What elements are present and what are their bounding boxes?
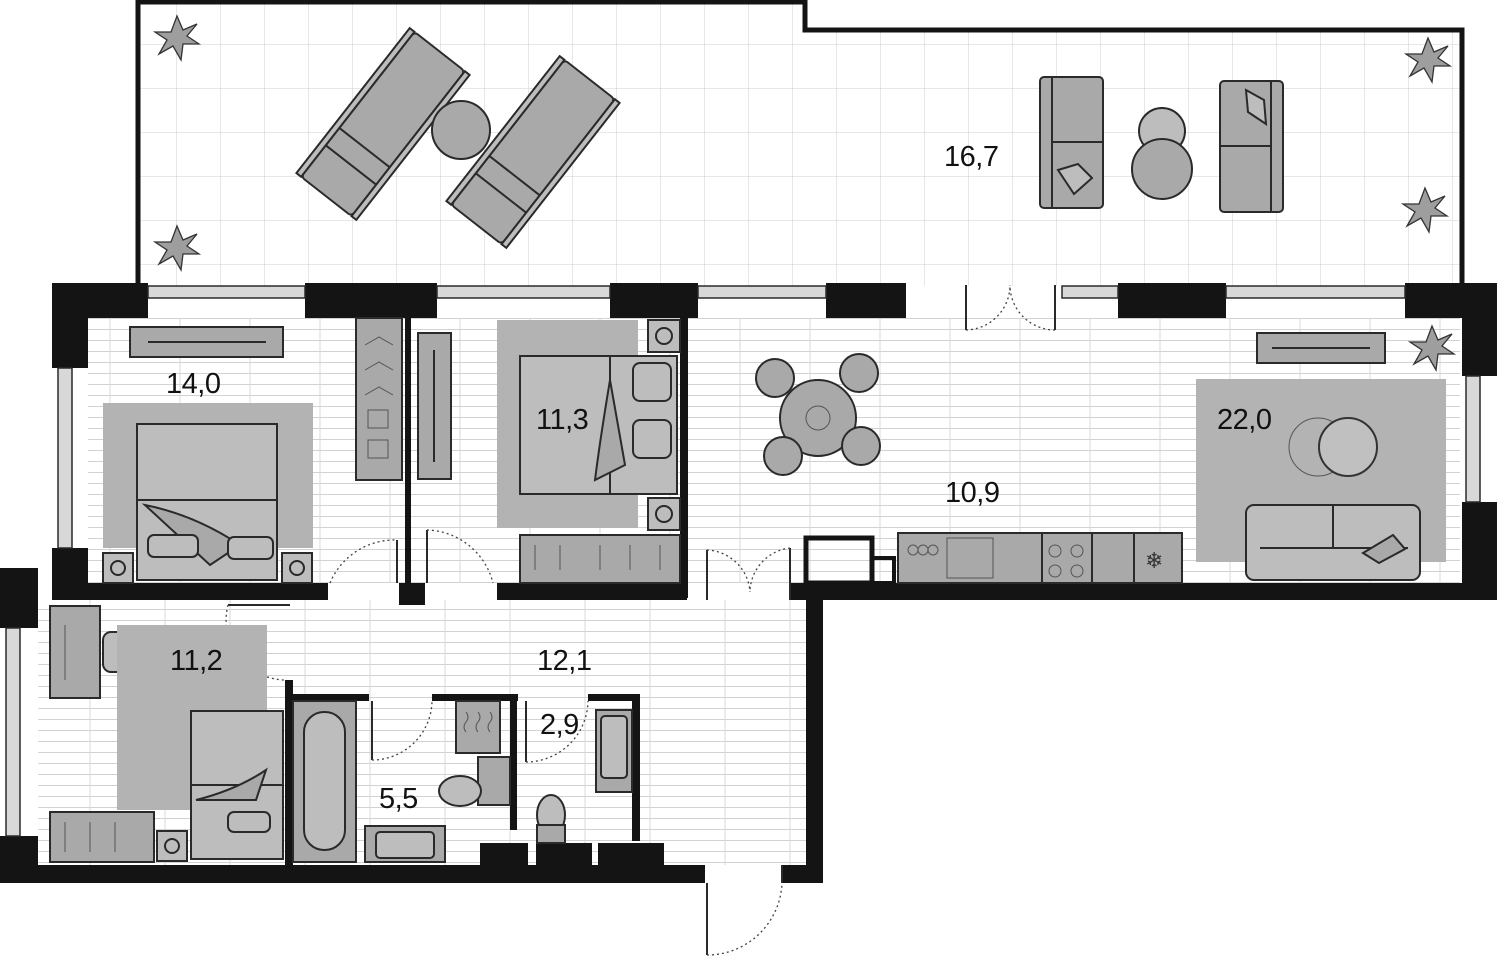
nightstand — [156, 830, 188, 862]
nightstand — [647, 319, 681, 353]
dining-table — [779, 379, 857, 457]
bedroom-bottom — [49, 605, 284, 863]
plant-icon — [152, 14, 202, 63]
kitchen-area: 10,9 — [945, 477, 999, 509]
dining-chair — [839, 353, 879, 393]
bedroom-middle-area: 11,3 — [536, 404, 588, 436]
terrace — [135, 0, 1465, 286]
toilet — [477, 756, 511, 806]
coffee-table — [1318, 417, 1378, 477]
plant-icon — [1403, 36, 1453, 85]
radiator — [455, 700, 501, 754]
hall-area: 12,1 — [537, 645, 591, 677]
living-room — [1196, 324, 1457, 581]
terrace-sofa-right — [1219, 80, 1284, 213]
kitchen: ❄ — [755, 353, 1183, 584]
sofa — [1245, 504, 1421, 581]
bedroom-bottom-area: 11,2 — [170, 645, 222, 677]
terrace-area: 16,7 — [944, 141, 998, 173]
wardrobe — [49, 811, 155, 863]
living-room-area: 22,0 — [1217, 404, 1271, 436]
wardrobe — [355, 317, 403, 481]
area-labels: 16,7 14,0 11,3 10,9 22,0 11,2 12,1 5,5 2… — [166, 141, 1272, 815]
toilet-room — [536, 709, 633, 844]
desk — [49, 605, 101, 699]
doors — [225, 284, 1056, 956]
dining-chair — [755, 358, 795, 398]
terrace-table — [1131, 138, 1193, 200]
nightstand — [102, 552, 134, 584]
bathroom — [292, 700, 511, 863]
plant-icon — [1407, 324, 1457, 373]
walls — [0, 283, 1497, 883]
bedroom-left-area: 14,0 — [166, 368, 220, 400]
toilet-area: 2,9 — [540, 709, 579, 741]
plant-icon — [152, 224, 202, 273]
dining-chair — [841, 426, 881, 466]
side-table — [431, 100, 491, 160]
dining-chair — [763, 436, 803, 476]
nightstand — [281, 552, 313, 584]
bedroom-middle — [417, 319, 681, 584]
lounger-chair — [295, 26, 471, 222]
kitchen-counter — [897, 532, 1183, 584]
plant-icon — [1400, 186, 1450, 235]
bathroom-area: 5,5 — [379, 783, 418, 815]
lounger-chair — [445, 54, 621, 250]
snowflake-icon: ❄ — [1145, 549, 1163, 574]
bedroom-left — [102, 317, 403, 584]
terrace-sofa-left — [1039, 76, 1104, 209]
nightstand — [647, 497, 681, 531]
